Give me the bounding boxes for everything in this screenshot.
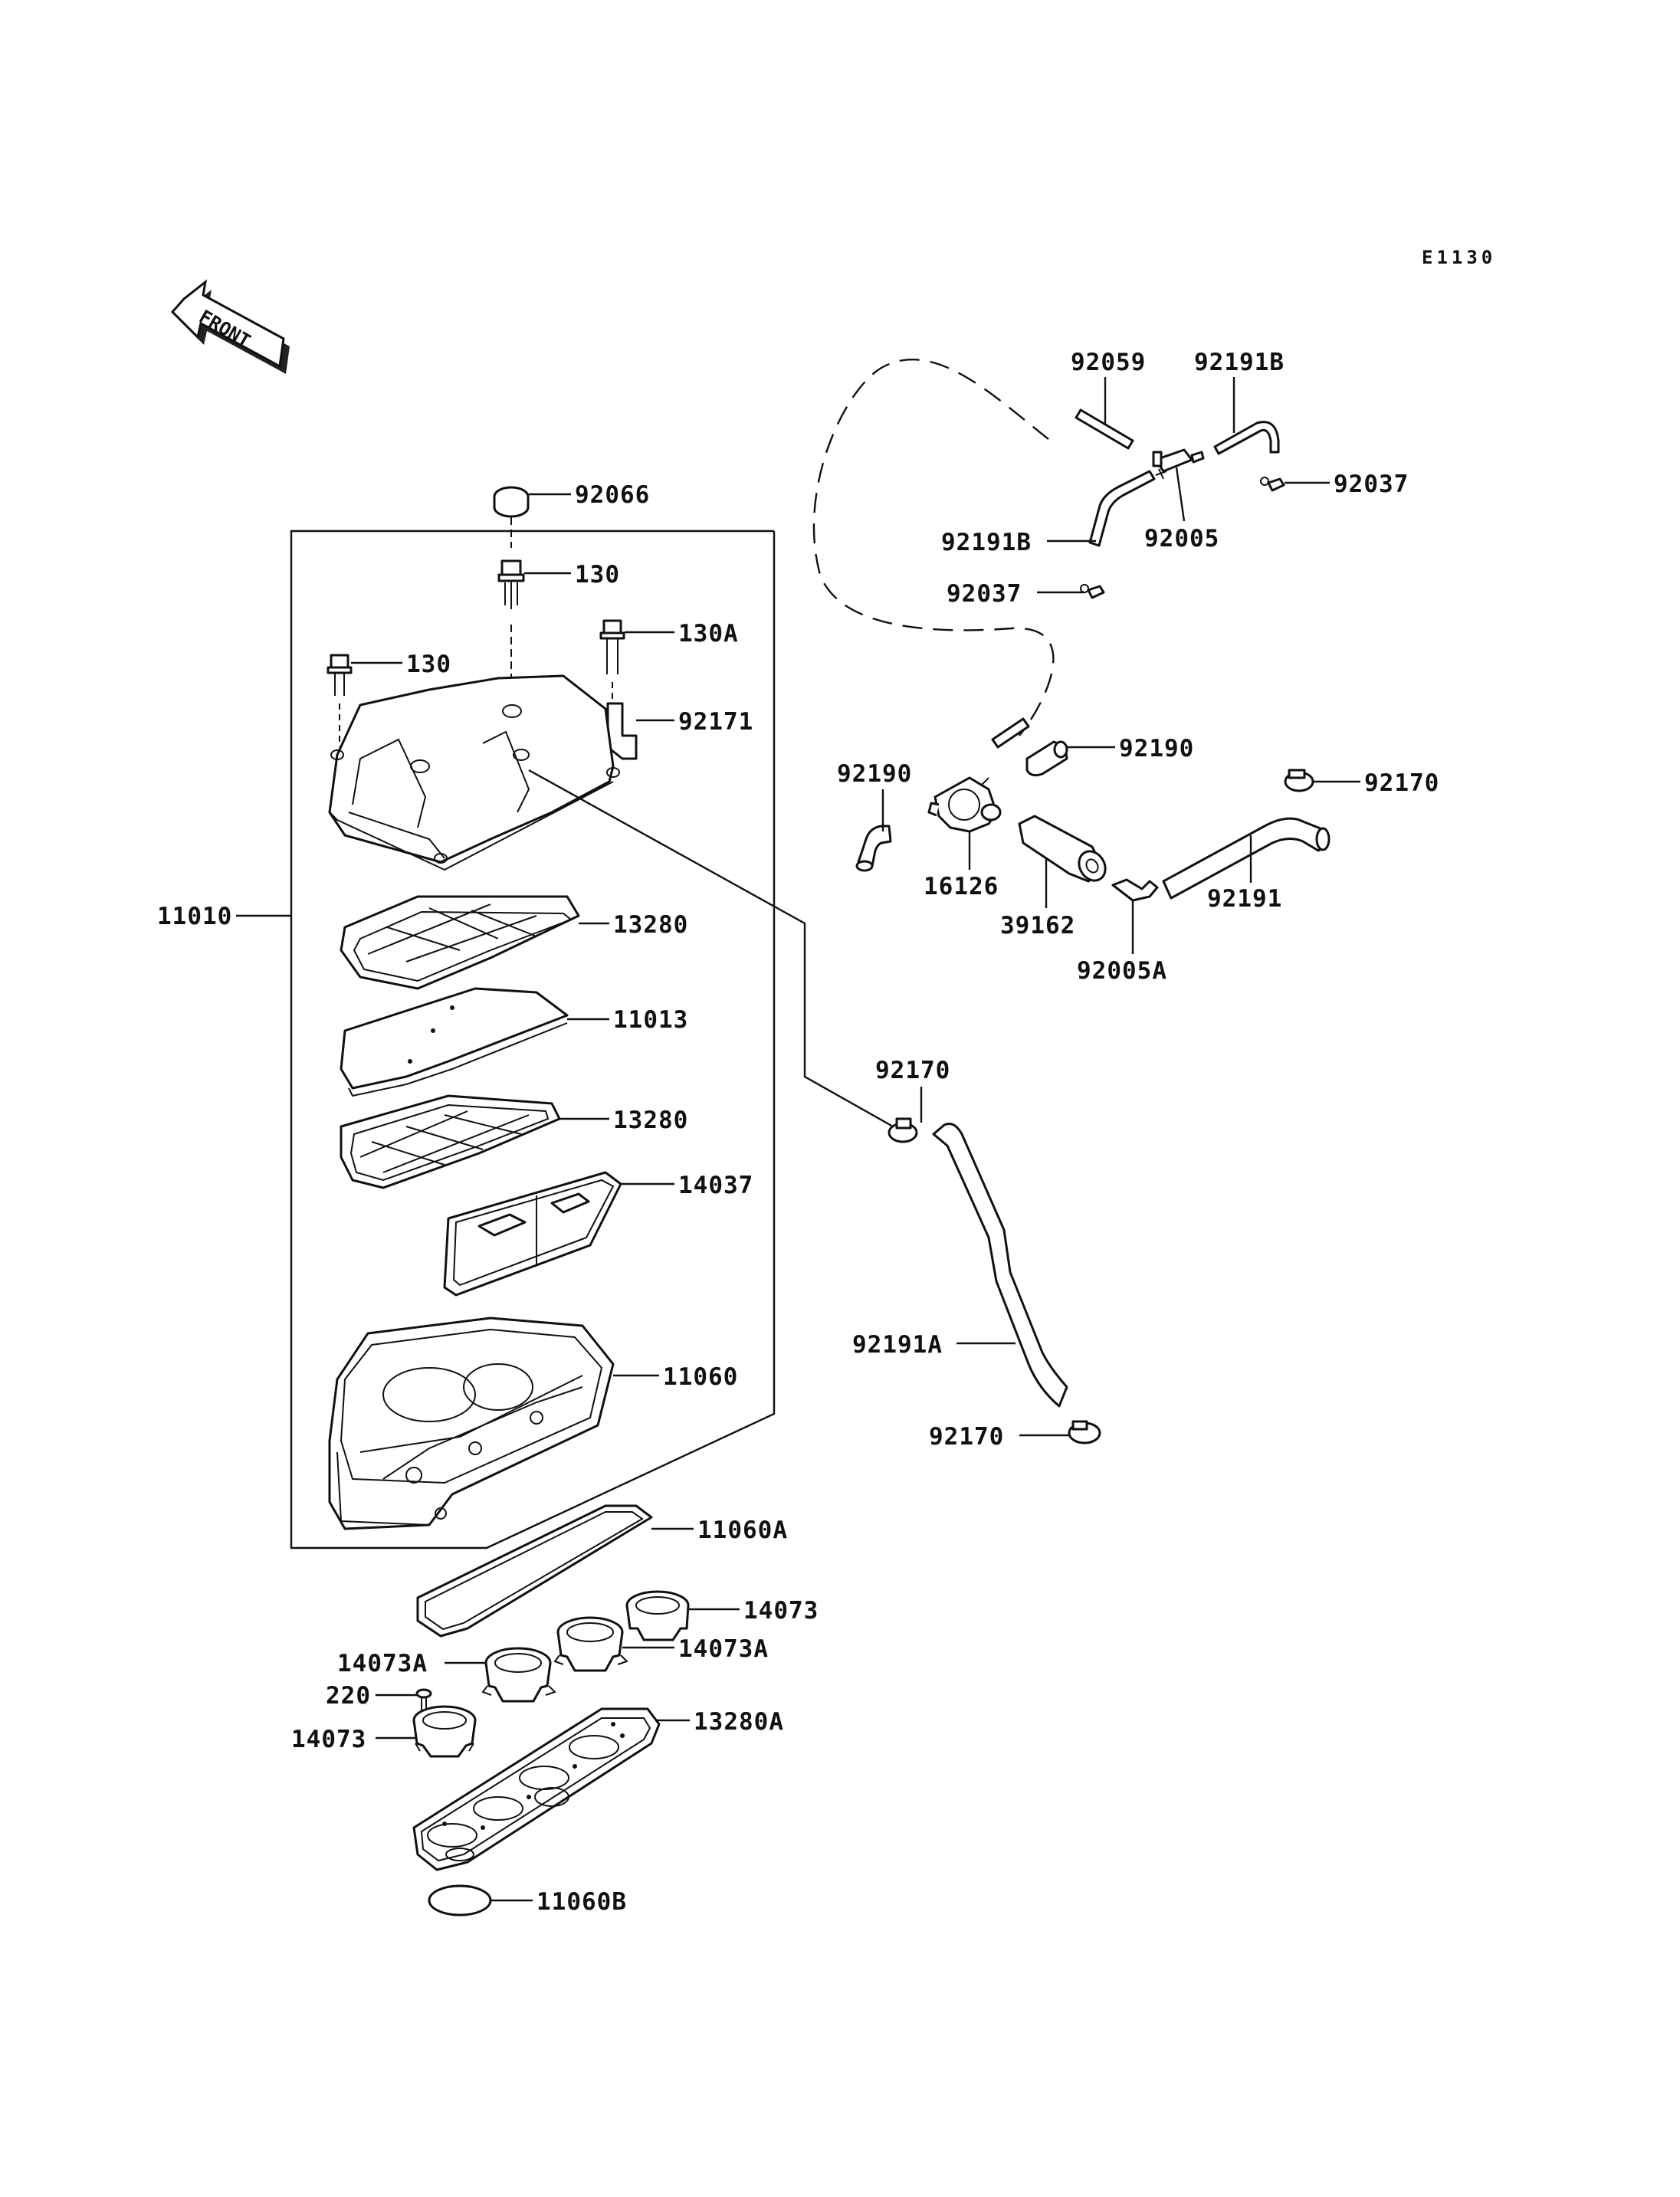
o-ring-11060b [428,1884,533,1917]
hose-92191a [932,1123,1068,1408]
air-filter-11013 [340,987,609,1097]
label-14073-right: 14073 [743,1597,819,1625]
airbox-cover [328,674,894,1128]
label-39162: 39162 [1000,912,1075,939]
label-92190-left: 92190 [837,760,912,788]
hose-92190-right [991,717,1115,777]
cylinder-39162 [1018,815,1107,908]
funnel-14073a-left [445,1647,556,1703]
label-11010: 11010 [157,903,232,930]
label-14073-left: 14073 [291,1726,366,1753]
airbox-assembly-frame [236,530,776,1549]
filter-element-14037 [443,1171,674,1297]
label-92037-right: 92037 [1334,471,1409,498]
label-11060a: 11060A [697,1517,788,1544]
label-11060b: 11060B [536,1888,627,1916]
label-92191: 92191 [1207,885,1282,913]
label-92191b-top: 92191B [1194,349,1285,376]
filter-screen-13280-mid [340,1094,609,1189]
clip-92037-mid [1037,584,1105,599]
label-14073a-right: 14073A [678,1635,769,1663]
label-92170-bottom: 92170 [929,1423,1004,1451]
hose-92191b-left [1047,470,1156,547]
airbox-lower-11060 [328,1317,659,1530]
filter-screen-13280-top [340,895,609,990]
label-14073a-left: 14073A [337,1650,428,1677]
bolt-130-left [326,654,402,747]
routing-dashed-line [812,359,1055,736]
label-13280a: 13280A [694,1708,784,1736]
label-220: 220 [326,1682,371,1710]
cap-92066 [493,486,571,548]
label-13280-top: 13280 [613,911,688,939]
label-92190-right: 92190 [1119,735,1194,762]
label-92171: 92171 [678,708,753,736]
gasket-11060a [416,1504,694,1638]
clamp-92170-mid [888,1087,923,1143]
bolt-130-top [497,559,571,697]
label-92059: 92059 [1071,349,1146,376]
hose-92191b-top [1213,377,1280,455]
label-92170-mid: 92170 [875,1057,950,1084]
fitting-92005 [1152,448,1205,522]
bolt-130a [599,619,674,703]
label-11013: 11013 [613,1006,688,1034]
funnel-14073-left [376,1705,477,1758]
hose-92190-left [855,789,892,872]
clamp-92170-bottom [1019,1420,1101,1444]
diagram-code: E1130 [1422,247,1496,268]
bracket-92171 [606,702,674,760]
label-130-left: 130 [406,651,451,678]
clip-92037-right [1260,477,1330,492]
screw-220 [376,1688,432,1715]
label-16126: 16126 [924,873,999,900]
label-11060: 11060 [663,1363,738,1391]
clamp-92170-top [1284,769,1360,792]
label-92037-mid: 92037 [947,580,1022,608]
label-92066: 92066 [575,481,650,509]
label-92005a: 92005A [1077,957,1167,985]
hose-92191 [1162,817,1331,900]
label-130-top: 130 [575,561,620,589]
label-130a: 130A [678,620,739,648]
label-92191b-left: 92191B [941,529,1032,556]
pipe-92059 [1075,377,1134,450]
label-92005: 92005 [1144,525,1219,553]
elbow-92005a [1111,878,1159,954]
holder-plate-13280a [412,1707,690,1871]
funnel-14073-right [625,1590,740,1641]
label-92170-top: 92170 [1364,769,1439,797]
label-14037: 14037 [678,1172,753,1199]
label-92191a: 92191A [852,1331,943,1359]
front-arrow-icon: FRONT [170,279,290,374]
funnel-14073a-right [553,1616,674,1672]
label-13280-mid: 13280 [613,1107,688,1134]
valve-16126 [927,776,1002,870]
